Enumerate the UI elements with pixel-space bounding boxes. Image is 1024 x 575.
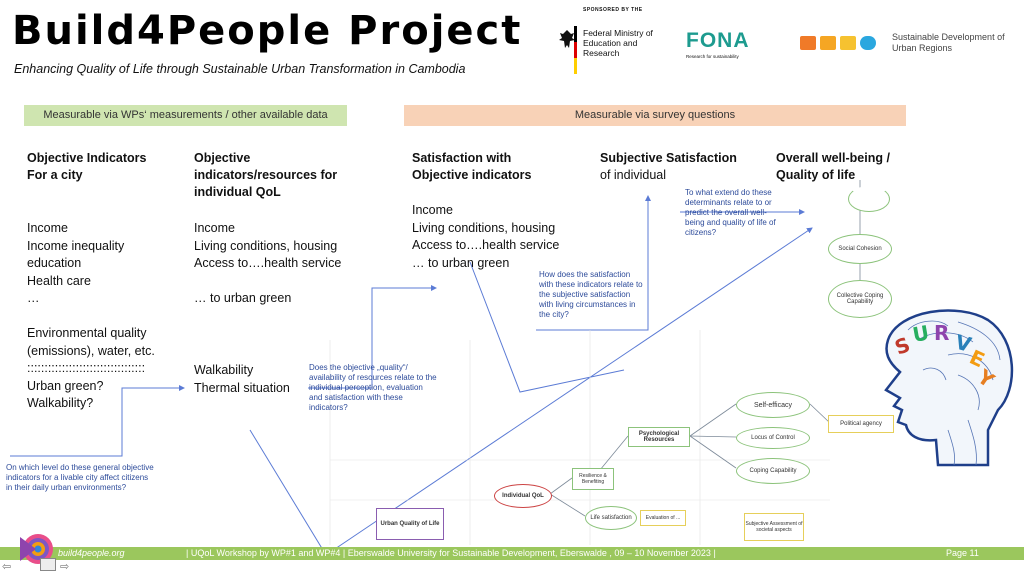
bmbf-eagle-logo	[556, 26, 578, 81]
footer-event-text: | UQoL Workshop by WP#1 and WP#4 | Ebers…	[186, 548, 716, 558]
col4-heading: Subjective Satisfaction	[600, 151, 737, 165]
svg-text:V: V	[953, 330, 975, 357]
surf-logo	[800, 33, 886, 58]
page-subtitle: Enhancing Quality of Life through Sustai…	[14, 62, 466, 76]
nav-next-arrow-icon[interactable]: ⇨	[60, 561, 70, 573]
fona-subtitle: Research for sustainability	[686, 54, 739, 59]
diagram-node-self-efficacy: Self-efficacy	[736, 392, 810, 418]
nav-prev-arrow-icon[interactable]: ⇦	[2, 561, 12, 573]
diagram-node-locus-of-control: Locus of Control	[736, 427, 810, 449]
fona-logo: FONA	[686, 29, 750, 52]
diagram-node-coping-capability: Coping Capability	[736, 458, 810, 484]
build4people-logo	[16, 533, 56, 570]
diagram-node-life-satisfaction: Life satisfaction	[585, 506, 637, 530]
sponsor-label: SPONSORED BY THE	[583, 7, 643, 13]
col1-heading: Objective Indicators For a city	[27, 151, 147, 182]
diagram-node-evaluation: Evaluation of ...	[640, 510, 686, 526]
question-2: Does the objective „quality“/ availabili…	[309, 363, 437, 412]
surf-text: Sustainable Development of Urban Regions	[892, 32, 1005, 53]
col1-items: Income Income inequality education Healt…	[27, 221, 155, 410]
diagram-node-psych-resources: Psychological Resources	[628, 427, 690, 447]
col3-items: Income Living conditions, housing Access…	[412, 203, 560, 270]
diagram-node-urban-qol: Urban Quality of Life	[376, 508, 444, 540]
diagram-node-collective-coping: Collective Coping Capability	[828, 280, 892, 318]
question-4: To what extend do these determinants rel…	[685, 188, 776, 237]
diagram-node-individual-qol: Individual QoL	[494, 484, 552, 508]
footer-bar	[0, 547, 1024, 560]
page-title: Build4People Project	[12, 8, 523, 54]
col5-heading: Overall well-being / Quality of life	[776, 151, 890, 182]
diagram-node-political-agency: Political agency	[828, 415, 894, 433]
col2-items-extra: Walkability Thermal situation	[194, 363, 290, 395]
band-measurable-data: Measurable via WPs‘ measurements / other…	[24, 105, 347, 126]
diagram-partial-node	[848, 186, 890, 212]
band-measurable-survey: Measurable via survey questions	[404, 105, 906, 126]
question-3: How does the satisfaction with these ind…	[539, 270, 643, 319]
diagram-node-subjective-assessment: Subjective Assessment of societal aspect…	[744, 513, 804, 541]
footer-website: build4people.org	[58, 548, 125, 558]
diagram-node-social-cohesion: Social Cohesion	[828, 234, 892, 264]
survey-head-illustration: S U R V E Y	[848, 300, 1024, 473]
svg-text:U: U	[911, 320, 931, 346]
diagram-node-resilience: Resilience & Benefiting	[572, 468, 614, 490]
col4-subheading: of individual	[600, 168, 667, 182]
footer-page-number: Page 11	[946, 548, 979, 558]
question-1: On which level do these general objectiv…	[6, 463, 154, 492]
col3-heading: Satisfaction with Objective indicators	[412, 151, 532, 182]
bmbf-text: Federal Ministry of Education and Resear…	[583, 28, 653, 58]
col2-heading: Objective indicators/resources for indiv…	[194, 151, 338, 199]
col2-items: Income Living conditions, housing Access…	[194, 221, 342, 305]
svg-text:R: R	[934, 321, 949, 345]
nav-menu-icon[interactable]	[40, 558, 56, 571]
